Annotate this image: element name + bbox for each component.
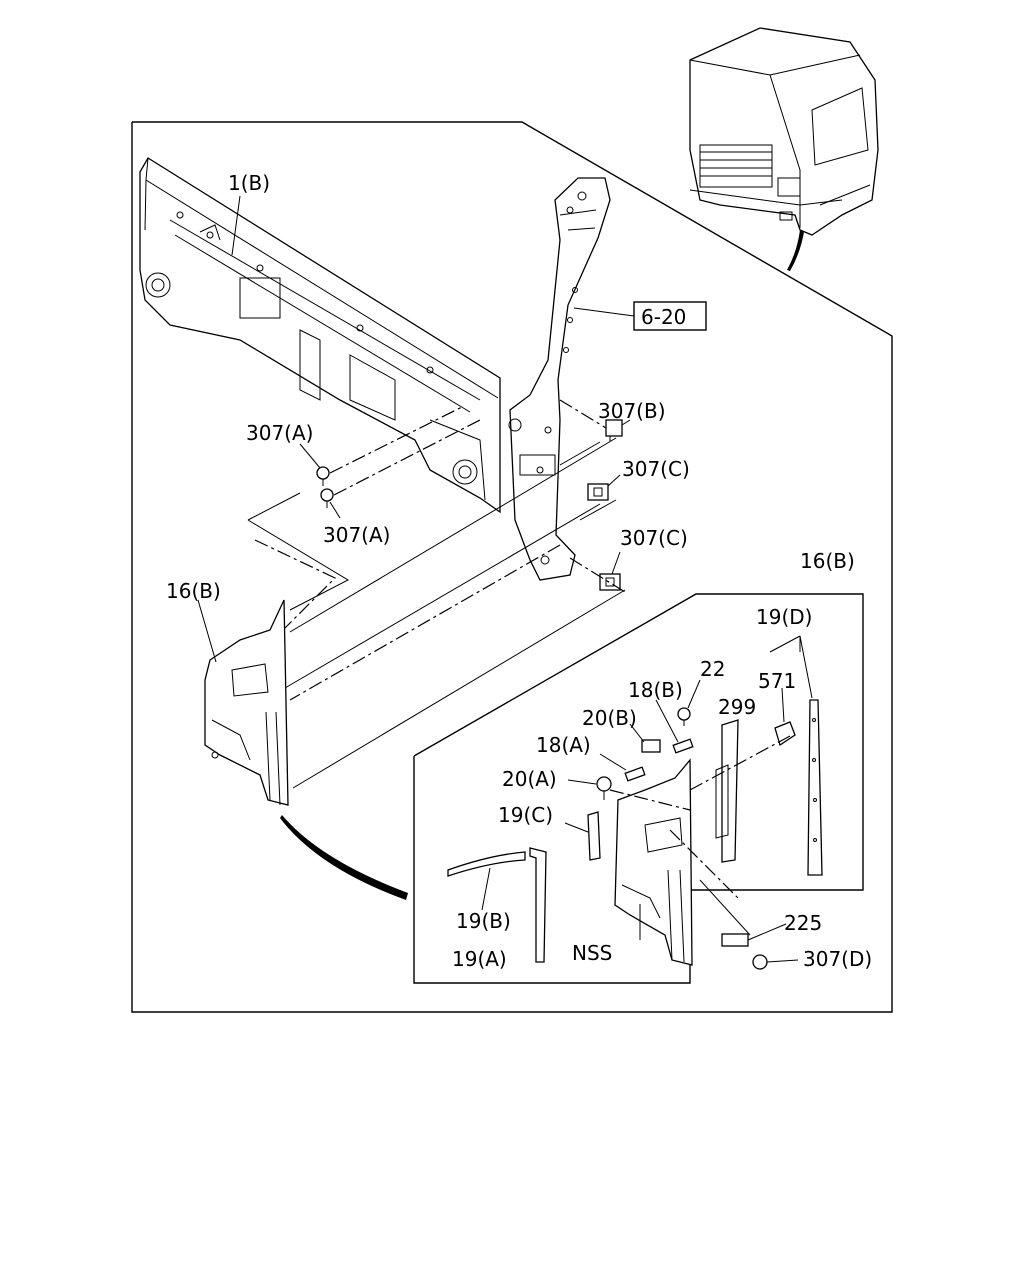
label-1b: 1(B) xyxy=(228,171,270,195)
label-299: 299 xyxy=(718,695,756,719)
label-6-20: 6-20 xyxy=(641,305,686,329)
left-cover-arrow xyxy=(280,815,408,900)
label-20a: 20(A) xyxy=(502,767,557,791)
label-19c: 19(C) xyxy=(498,803,553,827)
label-16b-left: 16(B) xyxy=(166,579,221,603)
dash-panel xyxy=(139,157,501,514)
detail-parts xyxy=(447,635,823,970)
clip-307a-bottom xyxy=(320,488,334,508)
label-18b: 18(B) xyxy=(628,678,683,702)
label-16b-right: 16(B) xyxy=(800,549,855,573)
leader-307b xyxy=(621,419,631,426)
label-307c-bottom: 307(C) xyxy=(620,526,688,550)
label-225: 225 xyxy=(784,911,822,935)
leader-1b xyxy=(231,195,241,256)
detail-box xyxy=(413,593,864,984)
label-307b: 307(B) xyxy=(598,399,666,423)
label-307a-top: 307(A) xyxy=(246,421,313,445)
label-19b: 19(B) xyxy=(456,909,511,933)
label-18a: 18(A) xyxy=(536,733,591,757)
leader-307a-top xyxy=(299,443,321,469)
cab-arrow xyxy=(787,230,804,271)
ref-6-20-box xyxy=(633,301,707,331)
label-571: 571 xyxy=(758,669,796,693)
label-307a-bottom: 307(A) xyxy=(323,523,390,547)
clip-307c-top xyxy=(587,483,609,501)
clip-307a-top xyxy=(316,466,330,486)
label-307d: 307(D) xyxy=(803,947,872,971)
leader-307c-top xyxy=(607,474,621,487)
leader-307c-bottom xyxy=(611,551,621,575)
label-22: 22 xyxy=(700,657,725,681)
label-nss: NSS xyxy=(572,941,612,965)
left-cover xyxy=(204,599,289,806)
leader-6-20 xyxy=(573,307,635,317)
leader-16b-left xyxy=(197,599,217,663)
dash-307b xyxy=(559,399,607,429)
label-19d: 19(D) xyxy=(756,605,812,629)
label-19a: 19(A) xyxy=(452,947,507,971)
label-20b: 20(B) xyxy=(582,706,637,730)
leader-307a-bottom xyxy=(329,501,341,519)
a-pillar xyxy=(508,177,611,581)
outer-frame xyxy=(131,121,893,1013)
label-307c-top: 307(C) xyxy=(622,457,690,481)
truck-cab-thumbnail xyxy=(689,27,879,236)
assembly-lines xyxy=(247,406,626,789)
